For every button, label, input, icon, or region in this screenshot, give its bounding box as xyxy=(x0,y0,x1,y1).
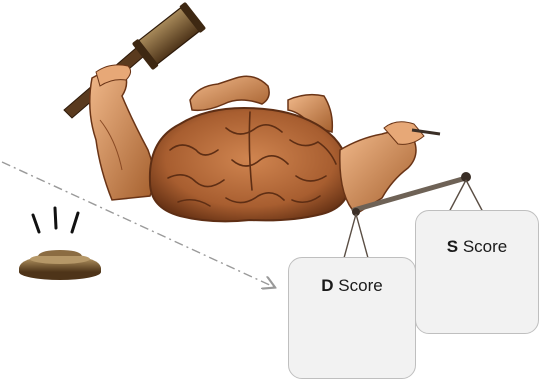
sound-block-icon xyxy=(19,250,101,280)
s-score-pan: S Score xyxy=(415,210,539,334)
gavel-icon xyxy=(64,2,206,118)
s-score-label: S Score xyxy=(447,237,507,257)
s-word: Score xyxy=(458,237,507,256)
hand-icon xyxy=(90,65,154,200)
d-word: Score xyxy=(334,276,383,295)
impact-lines-icon xyxy=(33,208,78,232)
d-score-label: D Score xyxy=(321,276,382,296)
s-letter: S xyxy=(447,237,458,256)
d-score-pan: D Score xyxy=(288,257,416,379)
d-letter: D xyxy=(321,276,333,295)
